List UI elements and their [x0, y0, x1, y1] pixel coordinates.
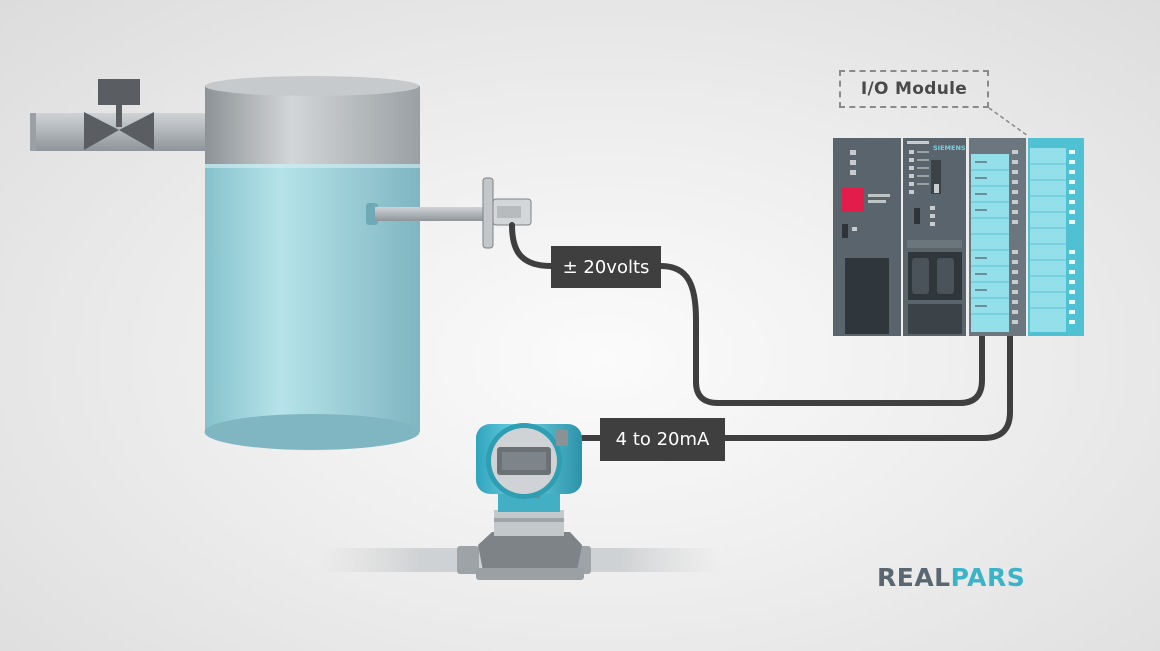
io-module-callout-line [988, 107, 1029, 137]
io-card-1 [969, 138, 1026, 336]
voltage-cable [509, 222, 985, 406]
control-valve-icon [84, 79, 154, 150]
io-card-2 [1028, 138, 1084, 336]
plc-power-supply [833, 138, 901, 336]
level-probe [366, 177, 532, 249]
plc-rack: SIEMENS [833, 138, 1084, 336]
plus-minus-symbol: ± [562, 256, 578, 278]
plc-cpu: SIEMENS [903, 138, 966, 336]
storage-tank [204, 76, 420, 450]
realpars-logo: REALPARS [877, 563, 1025, 592]
io-module-label: I/O Module [839, 70, 989, 108]
voltage-value: 20volts [583, 256, 650, 278]
voltage-signal-label: ± 20volts [551, 246, 661, 288]
cpu-brand-label: SIEMENS [933, 144, 966, 152]
logo-part-real: REAL [877, 563, 951, 592]
logo-part-pars: PARS [950, 563, 1026, 592]
flow-transmitter [476, 423, 584, 580]
current-signal-label: 4 to 20mA [600, 418, 725, 461]
